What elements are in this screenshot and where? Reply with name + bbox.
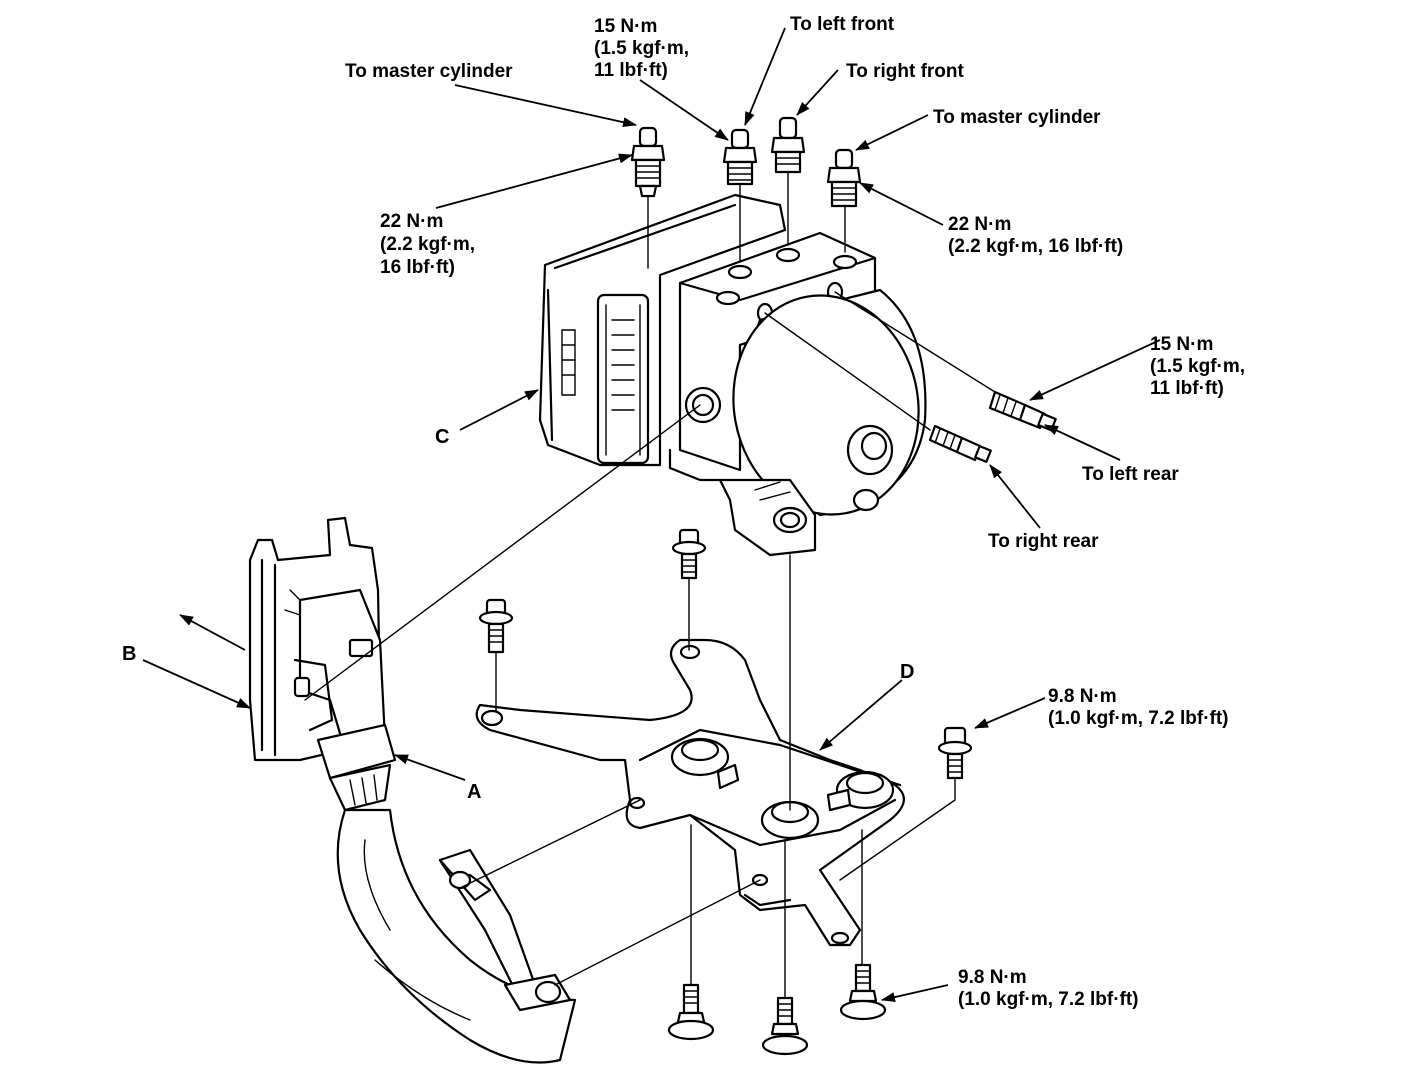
part-letter-d: D	[900, 661, 914, 683]
label-torque-15-right-line2: (1.5 kgf·m,	[1150, 356, 1245, 377]
part-letter-a: A	[467, 781, 481, 803]
part-letter-c: C	[435, 426, 449, 448]
flare-nut-master-left	[630, 126, 666, 198]
flare-nut-master-right	[826, 148, 862, 208]
label-to-right-rear: To right rear	[988, 531, 1099, 552]
bolt-bottom-left	[667, 983, 715, 1041]
part-letter-b: B	[122, 643, 136, 665]
label-torque-22-right-line2: (2.2 kgf·m, 16 lbf·ft)	[948, 236, 1123, 257]
bracket-d	[475, 638, 905, 947]
bolt-guide-lines	[495, 229, 956, 999]
harness-a	[316, 723, 761, 1064]
label-torque-98-lower-line1: 9.8 N·m	[958, 967, 1027, 988]
label-to-right-front: To right front	[846, 61, 965, 82]
flare-nut-right-front	[770, 116, 806, 174]
connector-b	[248, 516, 387, 762]
label-torque-22-left-line2: (2.2 kgf·m,	[380, 234, 475, 255]
fitting-guide-lines	[647, 171, 846, 263]
callout-arrows	[142, 27, 1161, 1002]
rear-fitting-guide-lines	[764, 291, 996, 431]
label-torque-98-lower-line2: (1.0 kgf·m, 7.2 lbf·ft)	[958, 989, 1139, 1010]
bolt-bottom-right	[839, 963, 887, 1021]
label-torque-22-left-line3: 16 lbf·ft)	[380, 257, 455, 278]
label-torque-15-top-line1: 15 N·m	[594, 16, 657, 37]
bolt-top-center	[671, 528, 707, 580]
label-to-left-front: To left front	[790, 14, 895, 35]
label-to-master-cylinder-right: To master cylinder	[933, 107, 1101, 128]
callout-labels: To master cylinder 15 N·m (1.5 kgf·m, 11…	[122, 14, 1245, 1010]
label-to-master-cylinder-left: To master cylinder	[345, 61, 513, 82]
bolt-left	[478, 598, 514, 654]
label-torque-15-top-line2: (1.5 kgf·m,	[594, 38, 689, 59]
label-torque-98-upper-line2: (1.0 kgf·m, 7.2 lbf·ft)	[1048, 708, 1229, 729]
flare-nut-left-front	[722, 128, 758, 186]
label-torque-98-upper-line1: 9.8 N·m	[1048, 686, 1117, 707]
bolt-right	[937, 726, 973, 780]
label-torque-15-right-line3: 11 lbf·ft)	[1150, 378, 1224, 399]
label-torque-15-right-line1: 15 N·m	[1150, 334, 1213, 355]
bolt-bottom-center	[761, 996, 809, 1056]
label-torque-15-top-line3: 11 lbf·ft)	[594, 60, 668, 81]
label-torque-22-left-line1: 22 N·m	[380, 211, 443, 232]
flare-nut-right-rear	[928, 424, 992, 463]
label-torque-22-right-line1: 22 N·m	[948, 214, 1011, 235]
label-to-left-rear: To left rear	[1082, 464, 1179, 485]
connector-guide-line	[304, 404, 701, 701]
abs-modulator-unit	[538, 193, 927, 557]
